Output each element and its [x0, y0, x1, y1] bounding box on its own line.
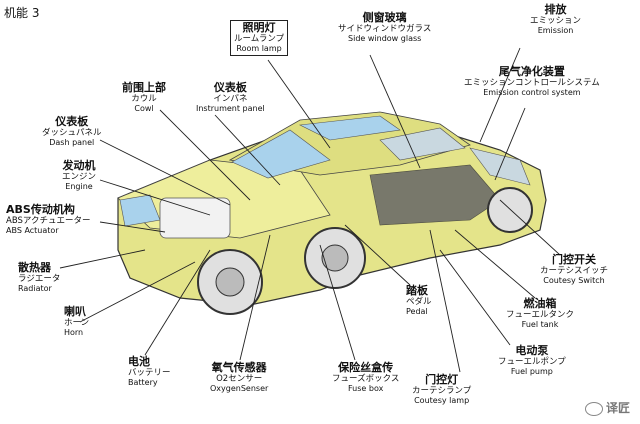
watermark-text: 译匠 — [605, 401, 630, 415]
underbody — [369, 164, 501, 226]
label-courtesy-switch: 门控开关 カーテシスイッチ Coutesy Switch — [540, 253, 609, 286]
roof-glass — [298, 115, 401, 141]
label-emission-control: 尾气净化装置 エミッションコントロールシステム Emission control… — [464, 65, 600, 98]
label-cowl: 前围上部 カウル Cowl — [122, 81, 166, 114]
label-emission: 排放 エミッション Emission — [530, 3, 582, 36]
label-fuel-pump: 电动泵 フューエルポンプ Fuel pump — [498, 344, 566, 377]
windshield-glass — [231, 129, 331, 179]
watermark: 译匠 — [584, 399, 630, 416]
label-dash-panel: 仪表板 ダッシュパネル Dash panel — [42, 115, 102, 148]
label-radiator: 散热器 ラジエータ Radiator — [18, 261, 61, 294]
label-engine: 发动机 エンジン Engine — [62, 159, 97, 192]
side-window — [379, 127, 466, 161]
label-fuel-tank: 燃油箱 フューエルタンク Fuel tank — [506, 297, 575, 330]
label-horn: 喇叭 ホーン Horn — [64, 305, 90, 338]
label-instrument-panel: 仪表板 インパネ Instrument panel — [196, 81, 265, 114]
leader-lines — [59, 47, 561, 373]
rear-wheel-2 — [487, 187, 533, 233]
page-title: 机能 3 — [4, 6, 40, 20]
label-battery: 电池 バッテリー Battery — [128, 355, 171, 388]
label-side-window: 侧窗玻璃 サイドウィンドウガラス Side window glass — [338, 11, 432, 44]
rear-glass — [469, 147, 531, 186]
label-abs-actuator: ABS传动机构 ABSアクチュエーター ABS Actuator — [6, 203, 91, 236]
engine-block — [159, 197, 231, 239]
label-o2-sensor: 氧气传感器 O2センサー OxygenSenser — [210, 361, 269, 394]
label-courtesy-lamp: 门控灯 カーテシランプ Coutesy lamp — [412, 373, 472, 406]
label-pedal: 踏板 ペダル Pedal — [406, 284, 432, 317]
label-room-lamp: 照明灯 ルームランプ Room lamp — [230, 20, 289, 56]
wechat-icon — [584, 401, 603, 416]
label-fuse-box: 保险丝盒传 フューズボックス Fuse box — [332, 361, 400, 394]
